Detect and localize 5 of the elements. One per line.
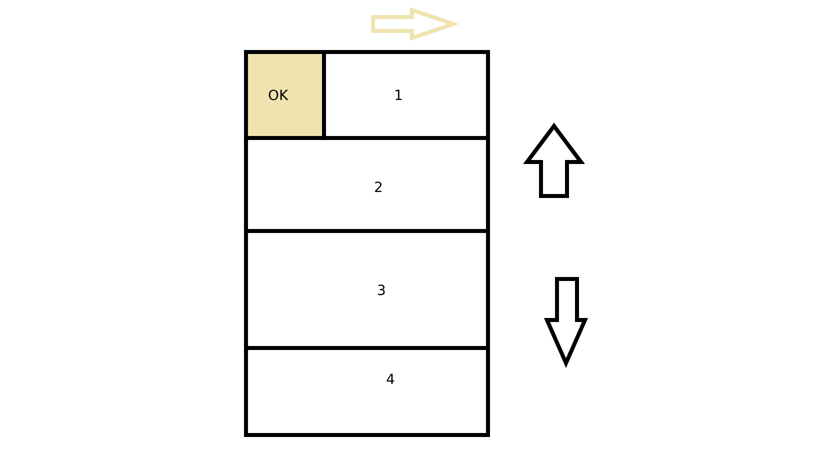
row-label: 3 <box>377 283 386 299</box>
row-label: 2 <box>374 180 383 196</box>
row-label: OK <box>268 88 288 104</box>
row-label: 1 <box>394 88 403 104</box>
row-label: 4 <box>386 372 395 388</box>
